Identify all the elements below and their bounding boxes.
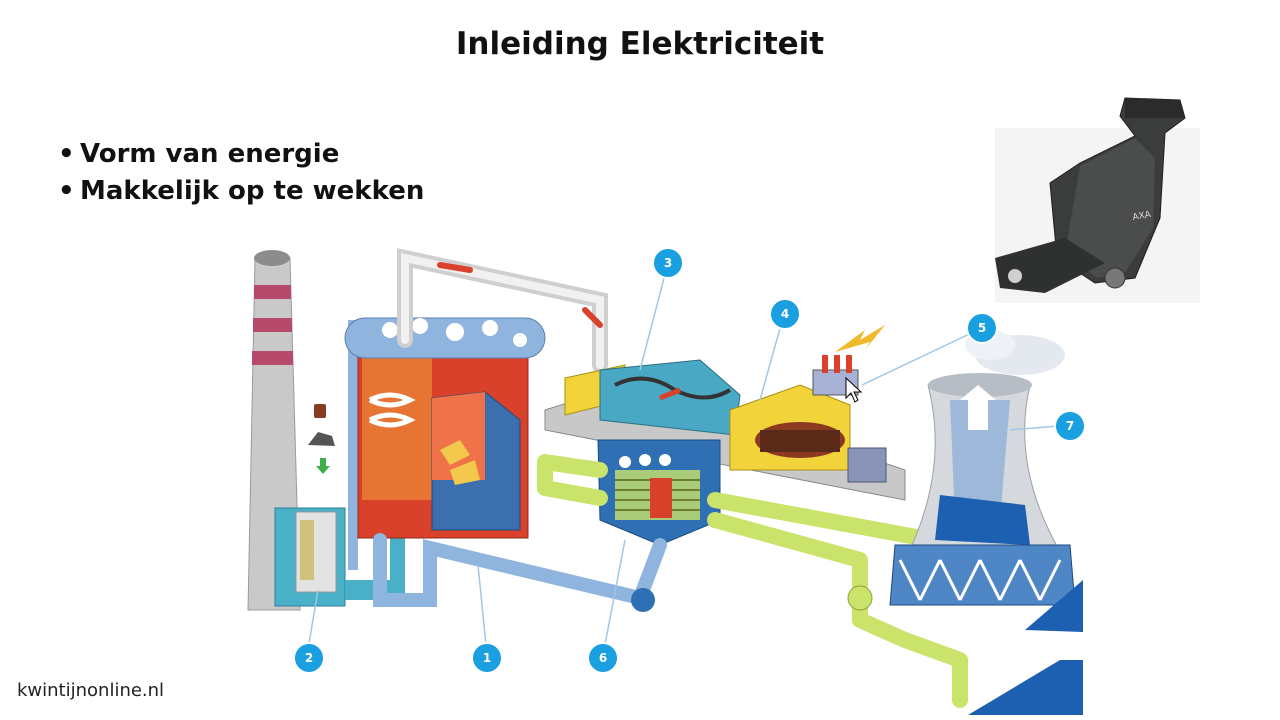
condenser-illustration <box>597 439 721 546</box>
bullet-dot-icon: • <box>58 139 75 169</box>
callout-label: 5 <box>978 321 986 335</box>
boiler-illustration <box>344 317 546 570</box>
callout-badge: 4 <box>769 298 801 330</box>
callout-label: 4 <box>781 307 789 321</box>
bullet-dot-icon: • <box>58 176 75 206</box>
callout-label: 7 <box>1066 419 1074 433</box>
svg-text:AXA: AXA <box>1132 210 1153 223</box>
steam-pipe <box>397 248 608 373</box>
callout-badge: 3 <box>652 247 684 279</box>
fuel-input-icon <box>308 404 335 474</box>
callout-label: 2 <box>305 651 313 665</box>
callout-badge: 5 <box>966 312 998 344</box>
bullet-list: •Vorm van energie •Makkelijk op te wekke… <box>58 136 424 210</box>
bullet-text: Vorm van energie <box>80 139 340 169</box>
callout-label: 3 <box>664 256 672 270</box>
bullet-item: •Vorm van energie <box>58 136 424 173</box>
callout-label: 1 <box>483 651 491 665</box>
cooling-tower-illustration <box>889 330 1083 715</box>
feedwater-pipes <box>373 533 667 612</box>
footer-website: kwintijnonline.nl <box>17 680 165 701</box>
callout-badge: 6 <box>587 642 619 674</box>
mouse-cursor-icon <box>845 376 863 403</box>
slide-title: Inleiding Elektriciteit <box>455 26 825 62</box>
callout-badge: 2 <box>293 642 325 674</box>
callout-badge: 1 <box>471 642 503 674</box>
callout-label: 6 <box>599 651 607 665</box>
bullet-item: •Makkelijk op te wekken <box>58 173 424 210</box>
bullet-text: Makkelijk op te wekken <box>80 176 425 206</box>
generator-illustration <box>729 384 887 483</box>
bicycle-dynamo-image: AXA <box>995 97 1200 303</box>
callout-badge: 7 <box>1054 410 1086 442</box>
